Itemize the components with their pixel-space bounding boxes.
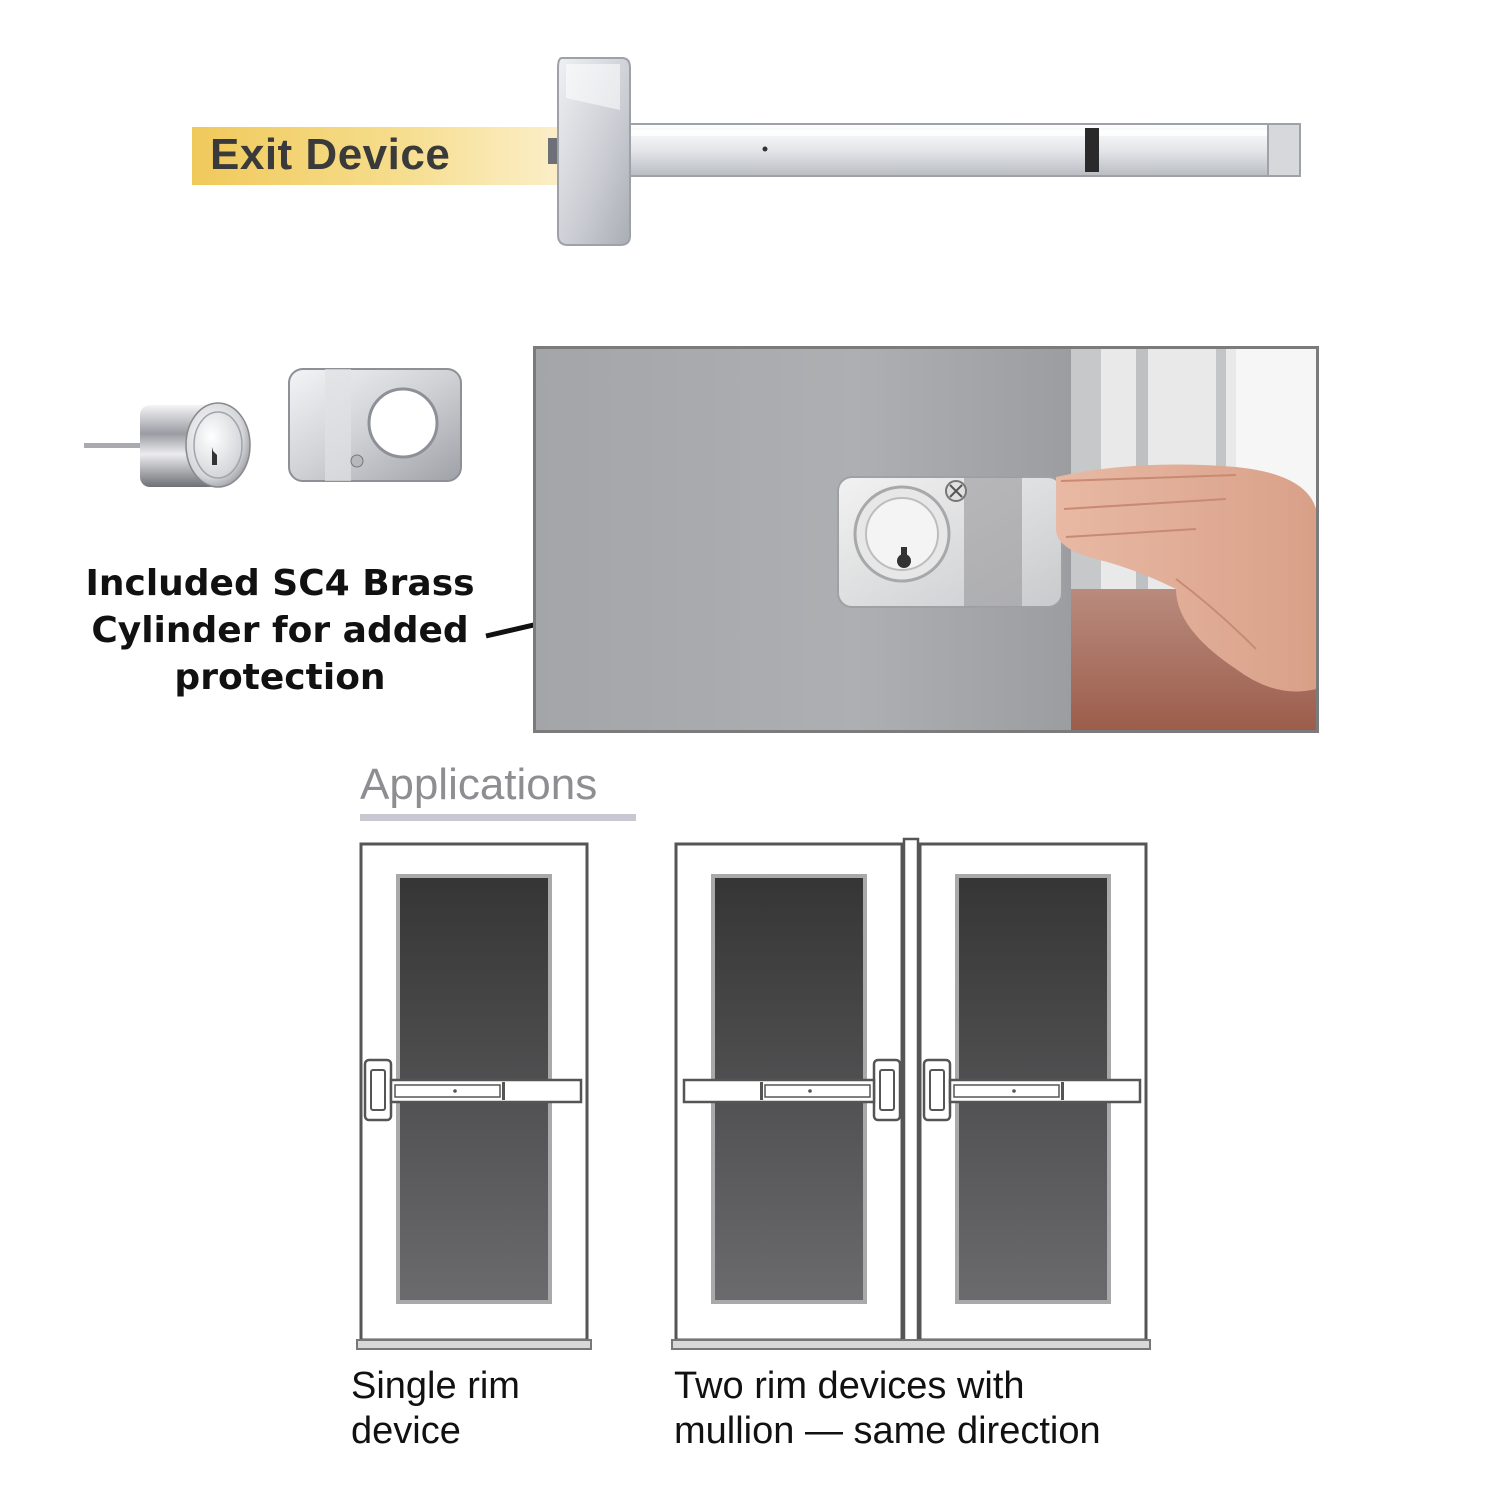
double-rim-caption-line-2: mullion — same direction — [674, 1410, 1101, 1452]
cylinder-caption-line-1: Included SC4 Brass — [85, 563, 475, 604]
trim-plate-image — [288, 368, 462, 482]
cylinder-caption-line-2: Cylinder for added — [91, 610, 469, 651]
double-rim-caption: Two rim devices with mullion — same dire… — [674, 1364, 1101, 1454]
single-rim-caption: Single rim device — [351, 1364, 520, 1454]
door-diagrams — [356, 837, 1151, 1350]
single-door-diagram — [356, 842, 592, 1350]
cylinder-caption-line-3: protection — [174, 657, 386, 698]
double-door-diagram — [671, 837, 1151, 1350]
applications-heading: Applications — [360, 760, 598, 809]
applications-underline — [360, 814, 636, 821]
exit-device-image — [548, 57, 1301, 246]
exit-device-label: Exit Device — [210, 130, 451, 179]
double-rim-caption-line-1: Two rim devices with — [674, 1365, 1025, 1407]
single-rim-caption-line-1: Single rim — [351, 1365, 520, 1407]
cylinder-caption: Included SC4 Brass Cylinder for added pr… — [60, 560, 500, 701]
exit-device-label-banner — [192, 127, 562, 185]
installed-cylinder-photo — [533, 346, 1319, 733]
sc4-cylinder-image — [84, 402, 251, 488]
single-rim-caption-line-2: device — [351, 1410, 461, 1452]
